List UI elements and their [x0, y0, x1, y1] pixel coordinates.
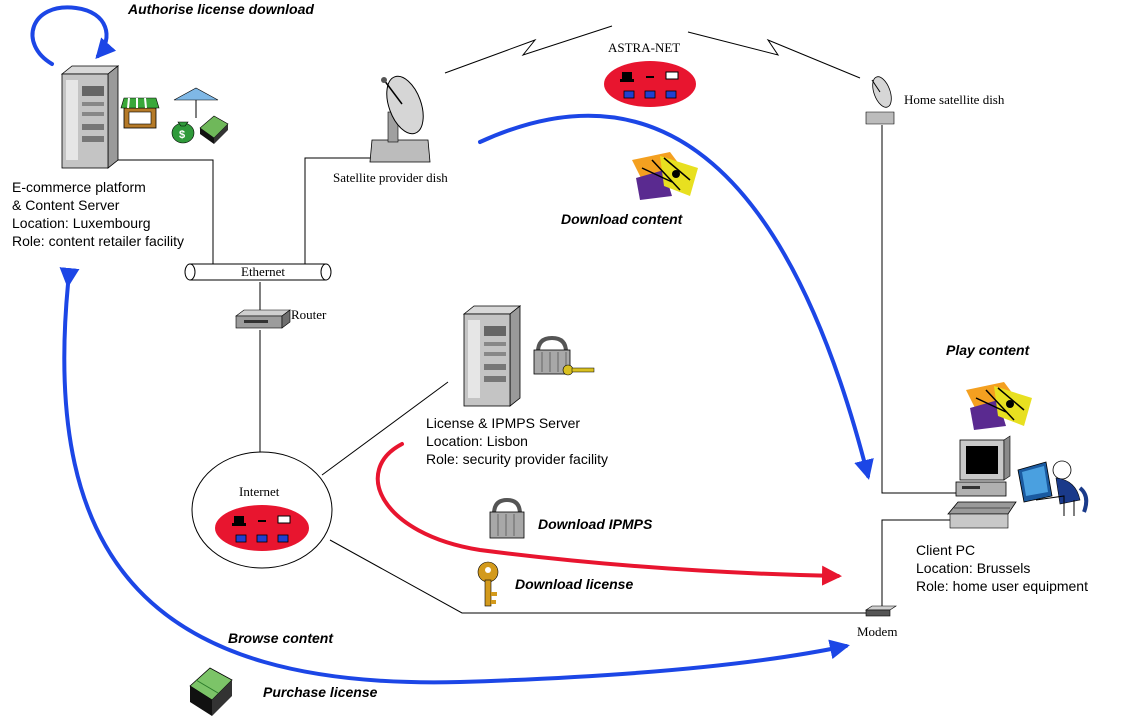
- license-server-line-3: Role: security provider facility: [426, 451, 609, 467]
- link-modem-pc: [881, 519, 958, 608]
- client-pc-line-2: Location: Brussels: [916, 560, 1031, 576]
- padlock-icon: [489, 497, 525, 539]
- music-content-icon: [966, 382, 1032, 430]
- license-server-node-label: License & IPMPS Server Location: Lisbon …: [426, 414, 608, 468]
- satellite-provider-label: Satellite provider dish: [333, 170, 448, 185]
- link-ecommerce-ethernet: [118, 159, 214, 266]
- shop-icon: [120, 97, 160, 129]
- internet-cloud-icon: [215, 505, 309, 551]
- router-icon: [235, 309, 291, 329]
- browse-content-label: Browse content: [228, 630, 334, 646]
- satellite-provider-dish-icon: [369, 75, 431, 163]
- ethernet-label: Ethernet: [241, 264, 286, 279]
- link-satdish-ethernet: [304, 157, 370, 266]
- flow-browse-purchase: [59, 267, 850, 685]
- ecommerce-line-1: E-commerce platform: [12, 179, 146, 195]
- astra-net-label: ASTRA-NET: [608, 40, 681, 55]
- ecommerce-node-label: E-commerce platform & Content Server Loc…: [12, 178, 184, 250]
- modem-label: Modem: [857, 624, 898, 639]
- download-content-label: Download content: [561, 211, 683, 227]
- authorise-label: Authorise license download: [128, 1, 314, 17]
- home-satellite-dish-icon: [865, 76, 895, 125]
- flow-authorise-loop: [30, 5, 117, 66]
- ecommerce-line-4: Role: content retailer facility: [12, 233, 184, 249]
- music-content-icon: [632, 152, 698, 200]
- license-server-icon: [462, 305, 522, 407]
- play-content-label: Play content: [946, 342, 1030, 358]
- client-pc-line-3: Role: home user equipment: [916, 578, 1088, 594]
- astra-net-cloud-icon: [604, 61, 696, 107]
- internet-label: Internet: [239, 484, 280, 499]
- client-pc-icon: [947, 435, 1017, 529]
- license-server-line-1: License & IPMPS Server: [426, 415, 581, 431]
- satellite-uplink: [444, 25, 613, 74]
- download-license-label: Download license: [515, 576, 634, 592]
- client-pc-node-label: Client PC Location: Brussels Role: home …: [916, 541, 1088, 595]
- link-homedish-pc: [881, 125, 958, 494]
- ecommerce-server-icon: [60, 65, 120, 169]
- svg-text:$: $: [179, 129, 185, 141]
- home-dish-label: Home satellite dish: [904, 92, 1005, 107]
- license-server-line-2: Location: Lisbon: [426, 433, 528, 449]
- client-pc-line-1: Client PC: [916, 542, 976, 558]
- cash-stack-icon: [189, 667, 233, 716]
- key-icon: [477, 561, 499, 607]
- flow-download-ipmps-license: [375, 442, 842, 586]
- ecommerce-line-3: Location: Luxembourg: [12, 215, 151, 231]
- cash-stack-icon: [199, 115, 229, 144]
- purchase-license-label: Purchase license: [263, 684, 378, 700]
- money-bag-icon: $: [171, 121, 195, 144]
- ecommerce-line-2: & Content Server: [12, 197, 120, 213]
- router-label: Router: [291, 307, 327, 322]
- key-icon: [562, 364, 595, 376]
- user-at-computer-icon: [1017, 460, 1089, 516]
- satellite-downlink: [687, 31, 861, 79]
- modem-icon: [865, 605, 897, 617]
- download-ipmps-label: Download IPMPS: [538, 516, 653, 532]
- umbrella-icon: [173, 87, 219, 118]
